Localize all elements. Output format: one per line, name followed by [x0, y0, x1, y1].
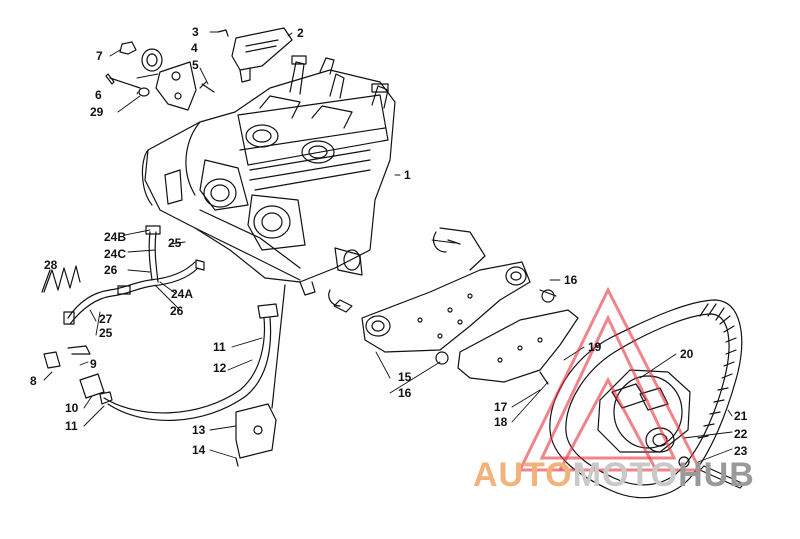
oil-pump-bracket — [235, 284, 286, 467]
callout-1: 1 — [404, 168, 411, 182]
watermark-logo — [517, 286, 703, 472]
mount-bolts — [328, 239, 461, 313]
engine-block — [141, 55, 396, 296]
callout-10: 10 — [65, 401, 79, 415]
callout-8: 8 — [30, 374, 37, 388]
callout-19: 19 — [588, 340, 602, 354]
drive-belt — [549, 299, 743, 499]
callout-21: 21 — [734, 409, 748, 423]
callout-15: 15 — [398, 370, 412, 384]
callout-11-hose: 11 — [65, 419, 78, 433]
callout-17: 17 — [494, 400, 508, 414]
callout-3: 3 — [192, 25, 199, 39]
callout-26-left: 26 — [104, 263, 118, 277]
callout-20: 20 — [680, 347, 694, 361]
callout-23: 23 — [734, 444, 748, 458]
drive-clutch — [597, 369, 745, 489]
callout-16-right: 16 — [564, 273, 578, 287]
fuel-hose — [79, 303, 279, 422]
watermark-hub: HUB — [678, 456, 755, 494]
fitting — [43, 345, 91, 369]
callout-5: 5 — [192, 58, 199, 72]
engine-plate-right — [457, 289, 579, 385]
callout-4: 4 — [191, 41, 198, 55]
pulse-lines — [63, 225, 205, 325]
spring — [41, 265, 81, 293]
callout-11-fitting: 11 — [213, 340, 226, 354]
callout-13: 13 — [192, 423, 206, 437]
callout-6: 6 — [95, 88, 102, 102]
watermark-moto: MOTO — [572, 456, 679, 494]
callout-9: 9 — [90, 357, 97, 371]
callout-24b: 24B — [104, 230, 127, 244]
callout-24c: 24C — [104, 247, 127, 261]
gauge-assembly — [217, 27, 293, 83]
callout-27: 27 — [99, 312, 113, 326]
callout-18: 18 — [494, 415, 508, 429]
callout-29: 29 — [90, 105, 104, 119]
callout-12: 12 — [213, 361, 227, 375]
callout-14: 14 — [192, 443, 206, 457]
front-mount-bracket — [141, 48, 197, 111]
callout-25-bottom: 25 — [99, 326, 113, 340]
callout-22: 22 — [734, 427, 748, 441]
watermark-text: AUTOMOTOHUB — [473, 458, 755, 492]
callout-7: 7 — [96, 49, 103, 63]
callout-24a: 24A — [171, 287, 194, 301]
watermark-auto: AUTO — [473, 456, 573, 494]
callout-2: 2 — [297, 26, 304, 40]
engine-plate-left — [361, 227, 531, 365]
callout-28: 28 — [44, 258, 58, 272]
callout-26-right: 26 — [170, 304, 184, 318]
callout-25-top: 25 — [168, 236, 182, 250]
callout-16-left: 16 — [398, 386, 412, 400]
